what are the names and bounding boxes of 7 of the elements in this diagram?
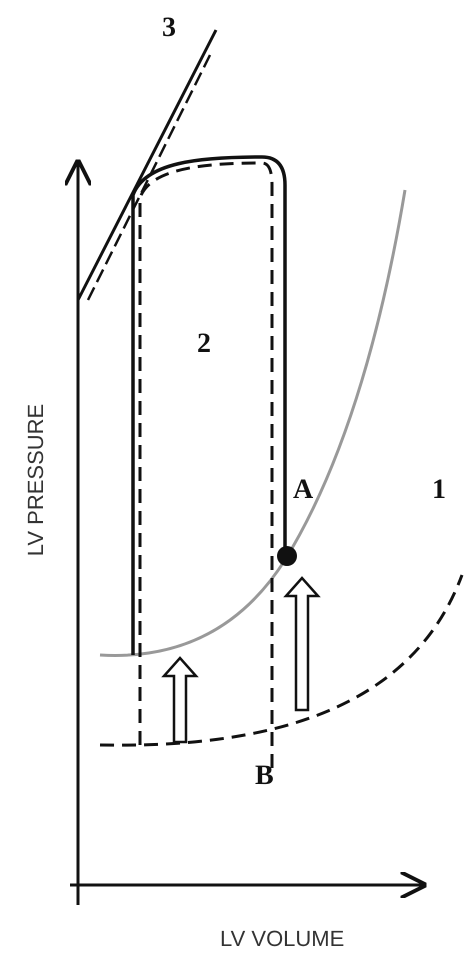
axis-title: LV PRESSURE — [25, 404, 47, 556]
curve-number: 3 — [162, 14, 176, 42]
region-number: 2 — [197, 330, 211, 358]
curve-number: 1 — [432, 476, 446, 504]
point-label: A — [293, 476, 314, 504]
axis-title: LV VOLUME — [220, 928, 344, 950]
point-label: B — [255, 762, 274, 790]
